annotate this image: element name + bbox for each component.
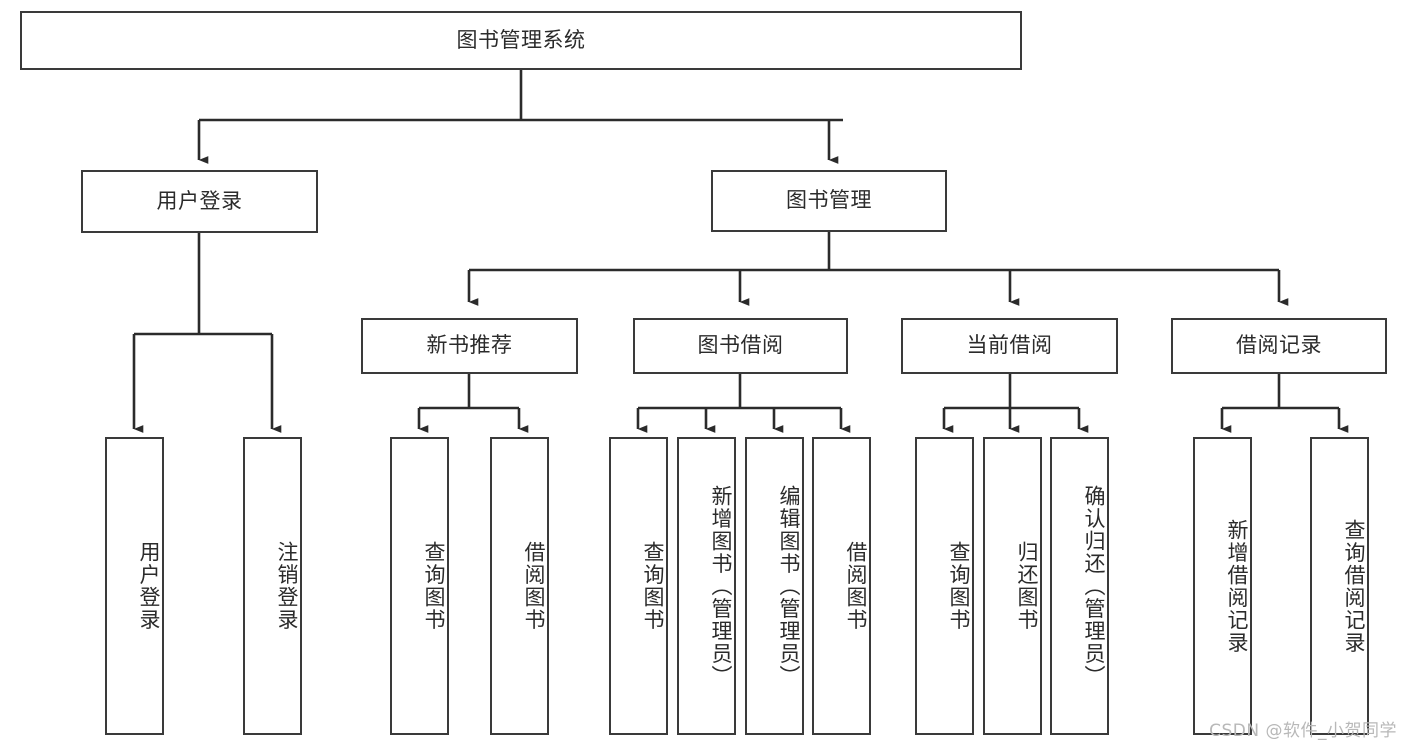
node-label: 借阅记录 — [1236, 333, 1322, 358]
node-label: 用户登录 — [137, 541, 161, 631]
node-label: 归还图书 — [1015, 541, 1039, 631]
node-label: 查询图书 — [641, 541, 665, 631]
node-root-book-management-system[interactable]: 图书管理系统 — [20, 11, 1022, 70]
node-current-borrow[interactable]: 当前借阅 — [901, 318, 1118, 374]
leaf-borrow-book-2[interactable]: 借阅图书 — [812, 437, 871, 735]
node-label: 当前借阅 — [966, 333, 1053, 358]
node-label: 借阅图书 — [844, 541, 868, 631]
node-label: 图书管理系统 — [456, 27, 586, 52]
node-borrow-record[interactable]: 借阅记录 — [1171, 318, 1387, 374]
leaf-borrow-book-1[interactable]: 借阅图书 — [490, 437, 549, 735]
leaf-query-book-1[interactable]: 查询图书 — [390, 437, 449, 735]
node-new-book-recommend[interactable]: 新书推荐 — [361, 318, 578, 374]
node-label: 新增图书（管理员） — [709, 484, 733, 688]
node-label: 查询图书 — [947, 541, 971, 631]
leaf-logout-login[interactable]: 注销登录 — [243, 437, 302, 735]
node-label: 图书借阅 — [697, 333, 784, 358]
leaf-confirm-return-admin[interactable]: 确认归还（管理员） — [1050, 437, 1109, 735]
node-label: 借阅图书 — [522, 541, 546, 631]
node-label: 新增借阅记录 — [1225, 518, 1249, 654]
node-label: 确认归还（管理员） — [1082, 484, 1106, 688]
node-user-login[interactable]: 用户登录 — [81, 170, 318, 233]
leaf-query-book-3[interactable]: 查询图书 — [915, 437, 974, 735]
node-book-borrow[interactable]: 图书借阅 — [633, 318, 848, 374]
node-label: 图书管理 — [786, 188, 872, 213]
node-label: 新书推荐 — [426, 333, 513, 358]
node-label: 注销登录 — [275, 541, 299, 631]
leaf-return-book[interactable]: 归还图书 — [983, 437, 1042, 735]
csdn-watermark: CSDN @软件_小贺同学 — [1209, 721, 1397, 741]
node-label: 查询借阅记录 — [1342, 518, 1366, 654]
leaf-query-borrow-record[interactable]: 查询借阅记录 — [1310, 437, 1369, 735]
node-label: 用户登录 — [156, 188, 243, 213]
leaf-edit-book-admin[interactable]: 编辑图书（管理员） — [745, 437, 804, 735]
node-label: 查询图书 — [422, 541, 446, 631]
node-book-management[interactable]: 图书管理 — [711, 170, 947, 232]
leaf-add-borrow-record[interactable]: 新增借阅记录 — [1193, 437, 1252, 735]
leaf-user-login[interactable]: 用户登录 — [105, 437, 164, 735]
node-label: 编辑图书（管理员） — [777, 484, 801, 688]
leaf-add-book-admin[interactable]: 新增图书（管理员） — [677, 437, 736, 735]
leaf-query-book-2[interactable]: 查询图书 — [609, 437, 668, 735]
